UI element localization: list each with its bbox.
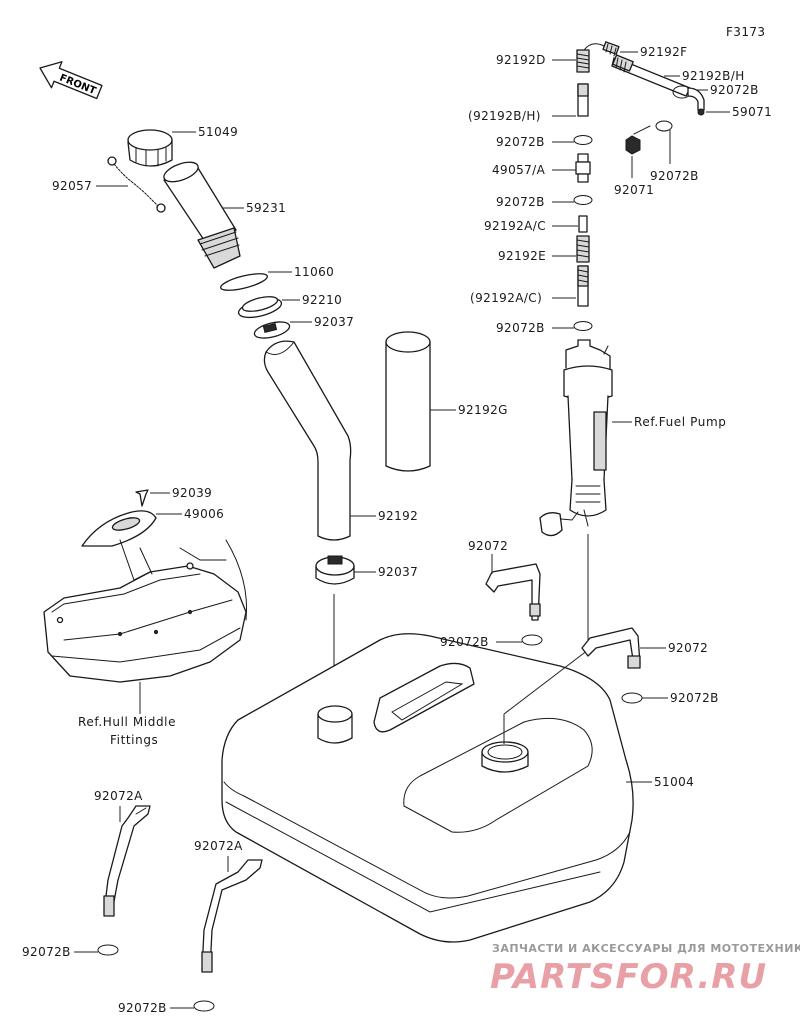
label-92192bh-paren: (92192B/H) [468,109,541,123]
watermark-tagline: ЗАПЧАСТИ И АКСЕССУАРЫ ДЛЯ МОТОТЕХНИКИ [492,942,800,955]
hose-92192ac-paren [577,265,589,307]
label-51049: 51049 [198,125,238,139]
nut-92210 [237,296,283,319]
band-92072-a [485,563,541,621]
rivet-92039 [135,489,149,507]
tether-strap-92057 [107,156,166,213]
watermark-logo: PARTSFOR.RU [490,957,767,997]
clip-92072b-bl2 [193,1000,215,1012]
fuel-cap-51049 [127,129,173,167]
label-92192d: 92192D [496,53,546,67]
label-92072b-l1: 92072B [496,135,545,149]
label-92072b-mid: 92072B [440,635,489,649]
hose-clamp-92037-bottom [315,555,355,585]
filler-hose-92192 [263,340,352,541]
label-49006: 49006 [184,507,224,521]
label-51004: 51004 [654,775,694,789]
label-92057: 92057 [52,179,92,193]
label-92072b-right: 92072B [670,691,719,705]
clip-92072b-l1 [573,135,593,145]
label-92192: 92192 [378,509,418,523]
label-92192ac-paren: (92192A/C) [470,291,542,305]
gasket-11060 [220,273,268,291]
filler-neck-59231 [163,161,241,269]
label-92210: 92210 [302,293,342,307]
fuel-pump-assembly [539,339,613,537]
label-92072b-l2: 92072B [496,195,545,209]
band-92072-b [581,627,641,669]
clip-92072b-r2 [655,120,673,132]
label-92072b-bl2: 92072B [118,1001,167,1015]
label-92192ac: 92192A/C [484,219,546,233]
label-92039: 92039 [172,486,212,500]
label-92072b-l3: 92072B [496,321,545,335]
spring-92192d [576,49,590,73]
label-92192f: 92192F [640,45,687,59]
label-92072a-1: 92072A [94,789,143,803]
elbow-59071 [687,87,705,116]
clip-92072b-bl1 [97,944,119,956]
label-92037-bottom: 92037 [378,565,418,579]
check-valve-49057a [575,153,591,183]
fuel-tank-51004 [221,633,634,943]
label-59231: 59231 [246,201,286,215]
clip-92072b-l2 [573,195,593,205]
label-59071: 59071 [732,105,772,119]
clip-92072b-l3 [573,321,593,331]
front-arrow-icon: FRONT [39,61,103,100]
label-92072-a: 92072 [468,539,508,553]
label-92072b-r1: 92072B [710,83,759,97]
label-92072a-2: 92072A [194,839,243,853]
band-92072a-2 [201,859,263,973]
valve-92071 [625,125,651,155]
label-92072b-r2: 92072B [650,169,699,183]
straight-hose-92192g [385,331,431,472]
cover-49006 [81,510,157,547]
hose-clamp-92037-top [253,321,291,339]
figure-code: F3173 [726,25,765,39]
ref-fuel-pump: Ref.Fuel Pump [634,415,726,429]
label-11060: 11060 [294,265,334,279]
hull-middle-fittings [43,539,248,683]
band-92072a-1 [103,805,151,917]
spring-92192f [583,41,620,57]
ref-hull-line2: Fittings [110,733,158,747]
label-92192bh-a: 92192B/H [682,69,745,83]
hose-92192ac [578,215,588,233]
hose-92192bh [577,83,589,117]
hose-92192bh-upper [611,54,691,97]
label-92071: 92071 [614,183,654,197]
label-92192g: 92192G [458,403,508,417]
label-92192e: 92192E [498,249,546,263]
label-92072-b: 92072 [668,641,708,655]
ref-hull-line1: Ref.Hull Middle [78,715,176,729]
label-92072b-bl1: 92072B [22,945,71,959]
spring-92192e [576,235,590,263]
clip-92072b-right [621,692,643,704]
label-92037-top: 92037 [314,315,354,329]
clip-92072b-mid [521,634,543,646]
label-49057a: 49057/A [492,163,546,177]
